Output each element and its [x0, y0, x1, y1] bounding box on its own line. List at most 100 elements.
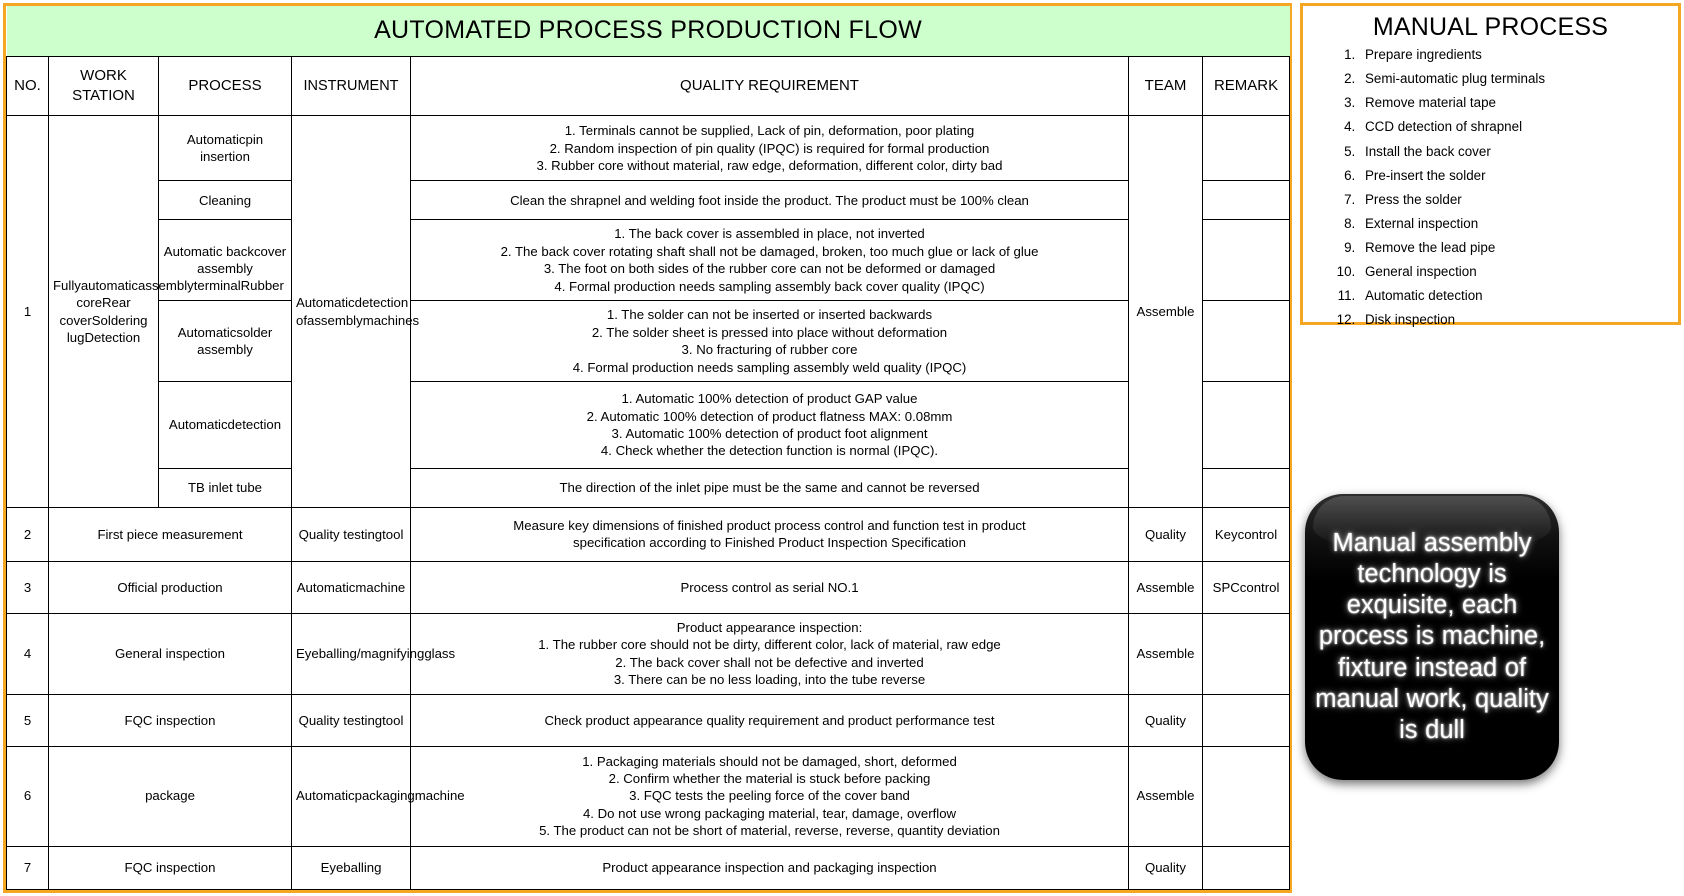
manual-process-item: Pre-insert the solder: [1359, 168, 1668, 184]
text-line: Measure key dimensions of finished produ…: [513, 517, 1026, 533]
quality-requirement-cell: 1. Packaging materials should not be dam…: [410, 745, 1129, 847]
remark-cell: [1201, 219, 1291, 302]
instrument-cell: Quality testingtool: [291, 693, 411, 747]
text-line: 3. The foot on both sides of the rubber …: [543, 261, 996, 277]
text-line: magnifying: [360, 646, 425, 662]
remark-cell: [1201, 180, 1291, 221]
table-row: Automaticdetection 1. Automatic 100% dete…: [7, 381, 1291, 469]
process-cell: Automaticdetection: [158, 381, 292, 469]
column-header-team: TEAM: [1128, 55, 1203, 117]
manual-process-item: Prepare ingredients: [1359, 47, 1668, 63]
text-line: assembly: [307, 312, 363, 328]
text-line: 2. The back cover shall not be defective…: [615, 654, 924, 670]
quality-requirement-cell: The direction of the inlet pipe must be …: [410, 467, 1129, 508]
text-line: assembly: [138, 277, 194, 293]
text-line: 3. No fracturing of rubber core: [681, 342, 858, 358]
text-line: specification according to Finished Prod…: [573, 535, 966, 551]
instrument-cell: Quality testingtool: [291, 506, 411, 562]
row-number-7: 7: [6, 845, 49, 891]
text-line: 1. Automatic 100% detection of product G…: [621, 391, 918, 407]
text-line: Product appearance inspection and packag…: [602, 860, 937, 876]
row-number-6: 6: [6, 745, 49, 847]
team-cell: Quality: [1128, 693, 1203, 747]
manual-process-item: Remove material tape: [1359, 96, 1668, 111]
remark-cell: SPCcontrol: [1201, 560, 1291, 614]
remark-cell: Keycontrol: [1201, 506, 1291, 562]
text-line: Automatic: [168, 417, 228, 433]
quality-requirement-cell: Process control as serial NO.1: [410, 560, 1129, 614]
text-line: pin insertion: [200, 131, 264, 165]
quality-requirement-cell: Product appearance inspection and packag…: [410, 845, 1129, 891]
team-cell: Assemble: [1128, 560, 1203, 614]
manual-assembly-callout-text: Manual assembly technology is exquisite,…: [1315, 529, 1549, 744]
quality-requirement-cell: Check product appearance quality require…: [410, 693, 1129, 747]
work-station-1: FullyautomaticassemblyterminalRubber cor…: [48, 115, 284, 508]
text-line: Quality testing: [298, 526, 383, 542]
text-line: Automatic back: [163, 243, 254, 259]
table-row: Cleaning Clean the shrapnel and welding f…: [7, 180, 1291, 221]
remark-cell: [1201, 845, 1291, 891]
text-line: 3. There can be no less loading, into th…: [613, 672, 926, 688]
title-row: AUTOMATED PROCESS PRODUCTION FLOW: [6, 6, 1290, 57]
text-line: Rubber core: [76, 277, 284, 311]
quality-requirement-cell: 1. The back cover is assembled in place,…: [410, 219, 1129, 302]
text-line: Quality testing: [298, 712, 383, 728]
text-line: control: [1239, 579, 1280, 595]
manual-process-item: Press the solder: [1359, 192, 1668, 208]
team-1: Assemble: [1128, 115, 1203, 508]
text-line: 4. Do not use wrong packaging material, …: [582, 805, 957, 821]
manual-process-item: Install the back cover: [1359, 144, 1668, 160]
team-cell: Assemble: [1128, 745, 1203, 847]
remark-cell: [1201, 115, 1291, 182]
table-row: TB inlet tube The direction of the inlet …: [7, 467, 1291, 508]
instrument-cell: Automaticmachine: [291, 560, 411, 614]
text-line: 1. The solder can not be inserted or ins…: [606, 307, 933, 323]
manual-process-list: Prepare ingredientsSemi-automatic plug t…: [1313, 47, 1668, 328]
text-line: 3. Rubber core without material, raw edg…: [536, 158, 1003, 174]
text-line: Key: [1214, 526, 1238, 542]
text-line: cover assembly: [197, 243, 287, 277]
text-line: 2. Random inspection of pin quality (IPQ…: [549, 140, 990, 156]
row-number-4: 4: [6, 612, 49, 695]
work-station-cell: First piece measurement: [48, 506, 292, 562]
text-line: 1. The back cover is assembled in place,…: [614, 226, 925, 242]
text-line: Automatic: [296, 295, 355, 311]
text-line: Detection: [84, 330, 141, 346]
text-line: machine: [355, 579, 406, 595]
manual-process-item: Remove the lead pipe: [1359, 240, 1668, 256]
process-cell: Cleaning: [158, 180, 292, 221]
remark-cell: [1201, 745, 1291, 847]
text-line: automatic: [80, 277, 139, 293]
text-line: 4. Formal production needs sampling asse…: [554, 278, 985, 294]
team-cell: Assemble: [1128, 612, 1203, 695]
text-line: Process control as serial NO.1: [680, 579, 859, 595]
text-line: Check product appearance quality require…: [544, 712, 995, 728]
text-line: machine: [414, 788, 465, 804]
work-station-cell: package: [48, 745, 292, 847]
text-line: Eyeballing: [296, 646, 357, 662]
text-line: 2. Confirm whether the material is stuck…: [608, 771, 931, 787]
text-line: 1. Terminals cannot be supplied, Lack of…: [564, 123, 975, 139]
text-line: /: [356, 646, 361, 662]
manual-process-item: Automatic detection: [1359, 289, 1668, 304]
quality-requirement-cell: Clean the shrapnel and welding foot insi…: [410, 180, 1129, 221]
manual-process-item: CCD detection of shrapnel: [1359, 120, 1668, 135]
process-cell: TB inlet tube: [158, 467, 292, 508]
text-line: 1. The rubber core should not be dirty, …: [538, 637, 1001, 653]
remark-cell: [1201, 300, 1291, 383]
text-line: Automatic: [186, 131, 246, 147]
quality-requirement-cell: Measure key dimensions of finished produ…: [410, 506, 1129, 562]
text-line: Automatic: [296, 579, 356, 595]
process-cell: Automaticsolder assembly: [158, 300, 292, 383]
column-header-process: PROCESS: [158, 55, 292, 117]
text-line: 1. Packaging materials should not be dam…: [582, 753, 957, 769]
remark-cell: [1201, 612, 1291, 695]
